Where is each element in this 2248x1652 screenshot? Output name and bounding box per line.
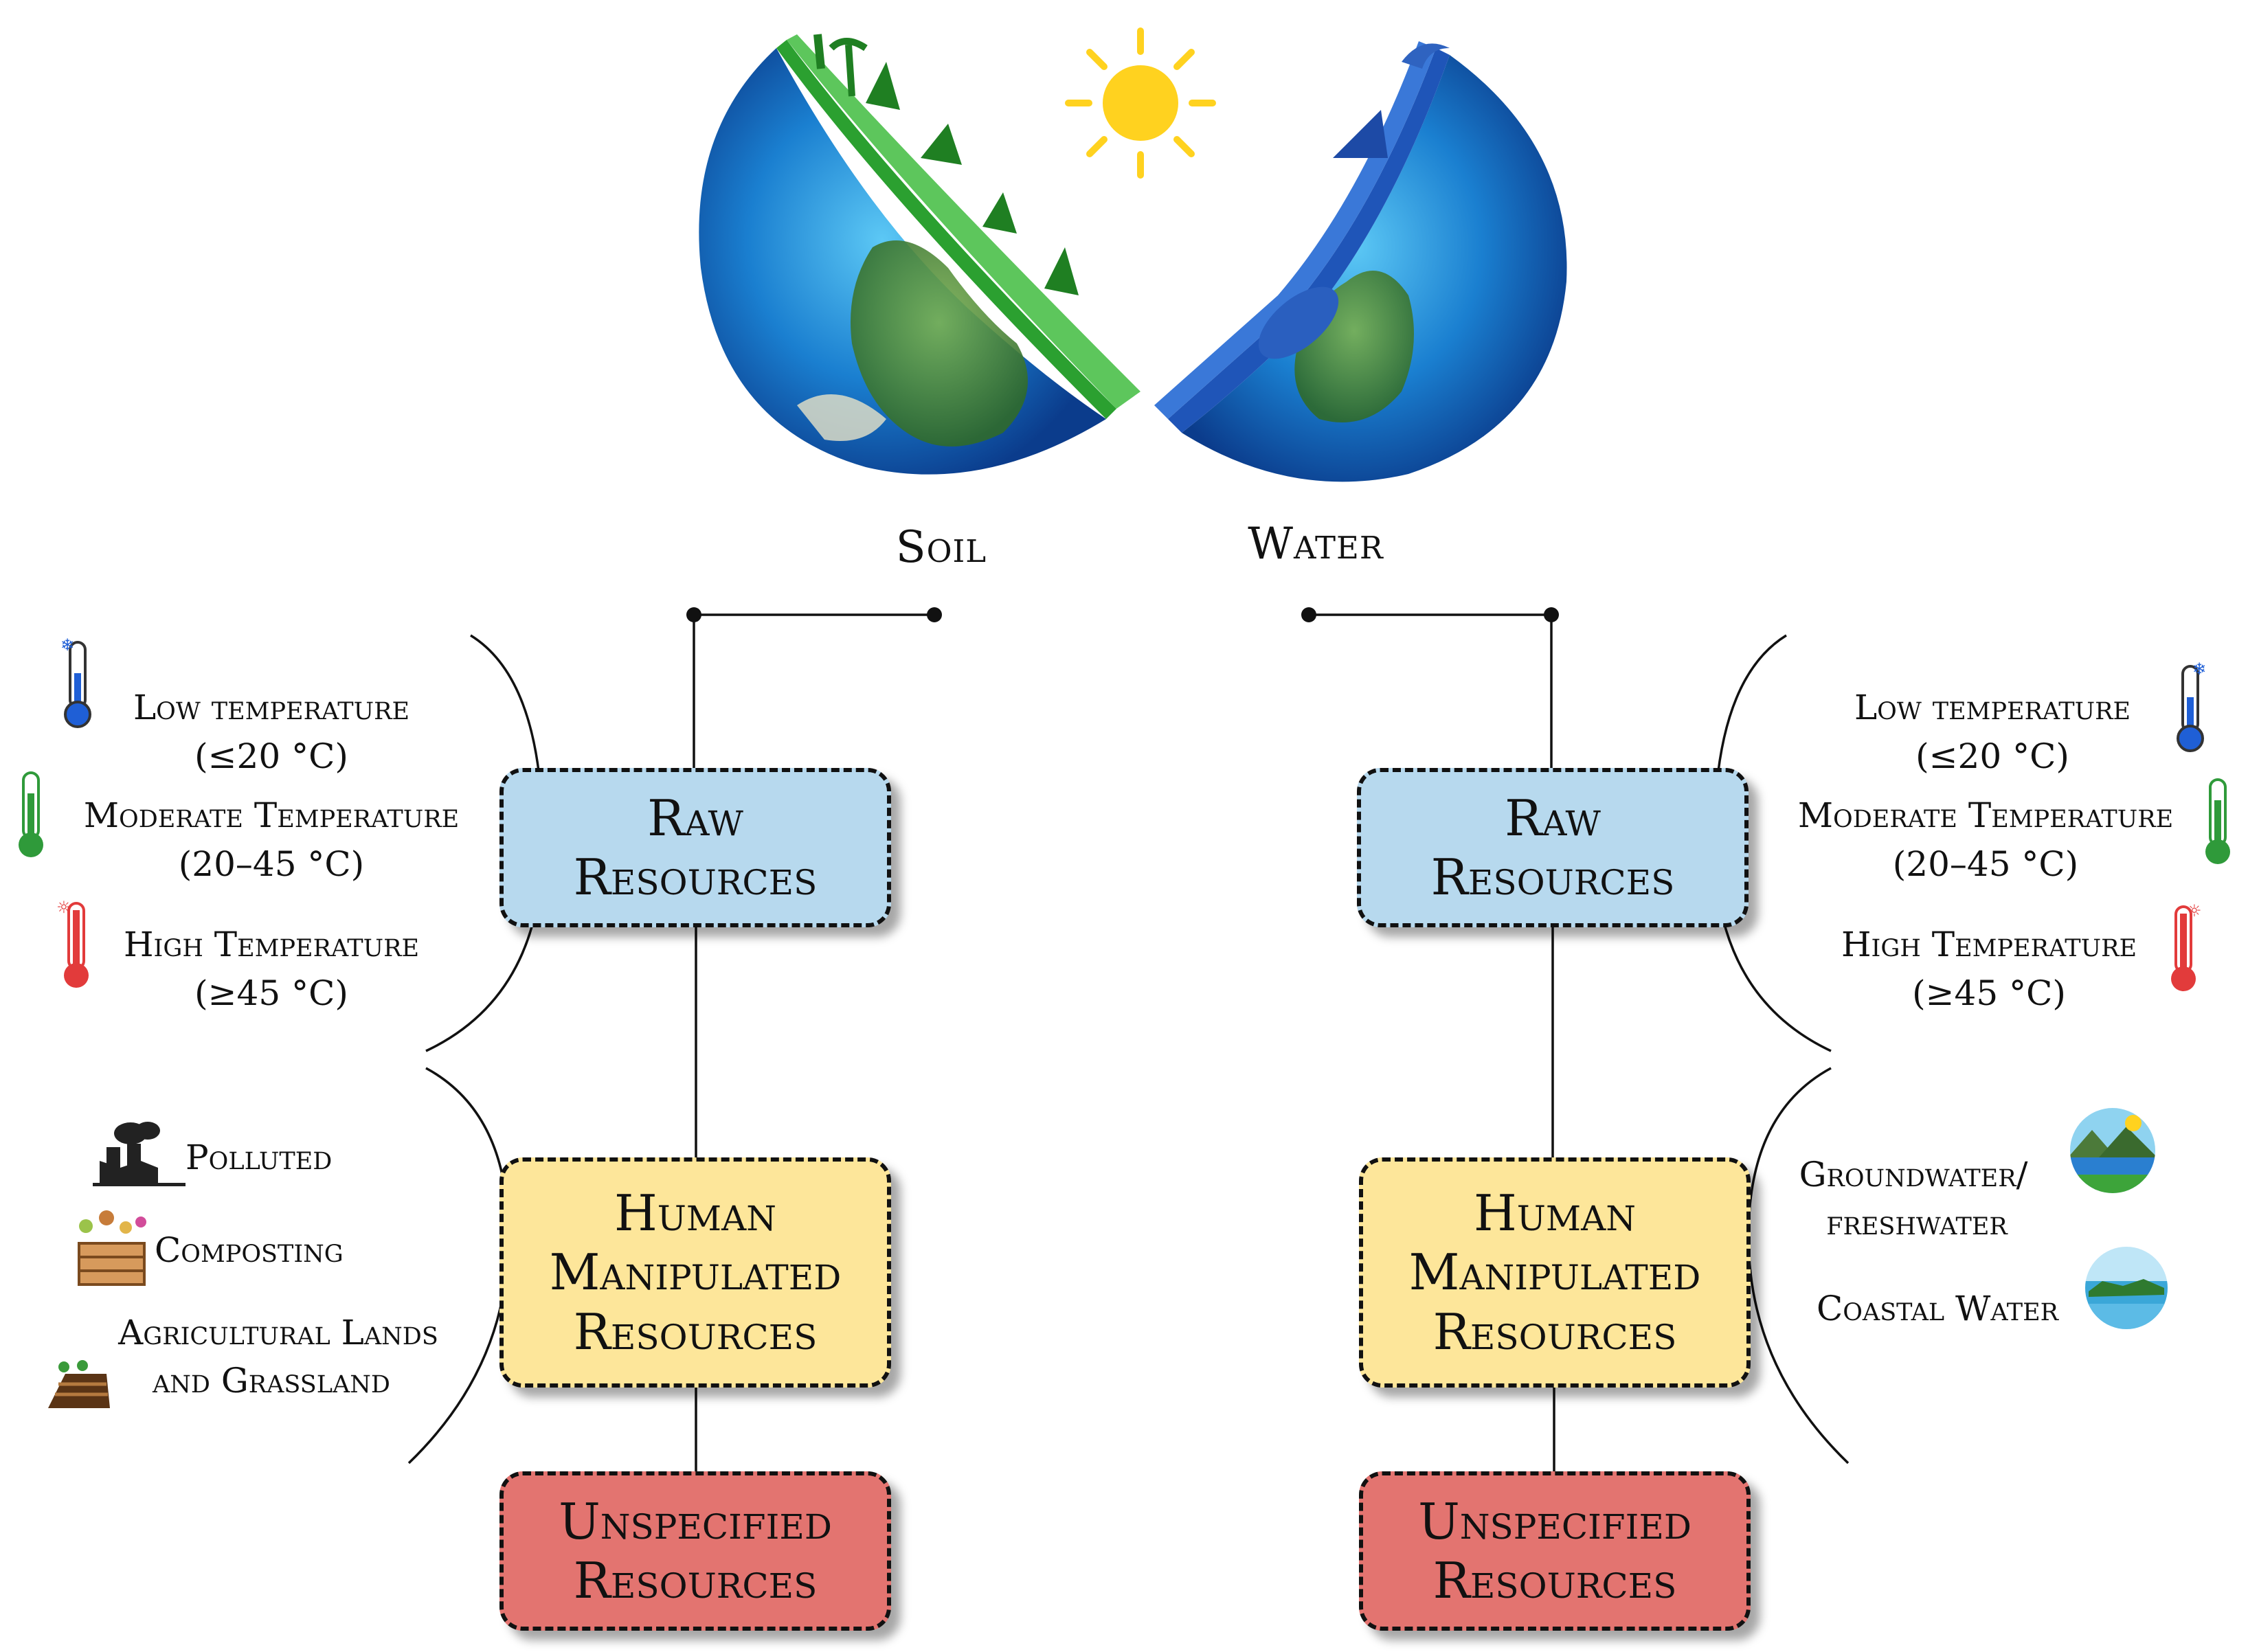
label-range: (20–45 °C): [1892, 844, 2079, 884]
thermometer-high-icon: ☼: [56, 898, 89, 988]
svg-text:☼: ☼: [2187, 901, 2202, 920]
thermometer-high-icon: ☼: [2171, 901, 2202, 991]
soil-hemisphere: [699, 34, 1140, 475]
label-range: (≤20 °C): [194, 736, 348, 776]
composting-label: Composting: [155, 1230, 344, 1270]
thermometer-low-icon: ❄: [60, 635, 91, 728]
label-title: Low temperature: [133, 688, 410, 727]
label-range: (≥45 °C): [1912, 973, 2066, 1013]
label-title: Moderate Temperature: [83, 795, 460, 835]
label-title: High Temperature: [1841, 925, 2137, 964]
water-high-temp-label: High Temperature (≥45 °C): [1807, 920, 2171, 1018]
soil-human-manipulated-box: Human Manipulated Resources: [499, 1157, 891, 1388]
polluted-label: Polluted: [186, 1138, 333, 1177]
box-line: Human: [1474, 1184, 1636, 1242]
agricultural-lands-label-line2: and Grassland: [153, 1361, 390, 1401]
farmland-icon: [48, 1360, 110, 1408]
water-human-manipulated-box: Human Manipulated Resources: [1359, 1157, 1751, 1388]
box-line: Resources: [573, 1552, 818, 1609]
soil-high-temp-label: High Temperature (≥45 °C): [89, 920, 453, 1018]
svg-text:❄: ❄: [60, 635, 74, 655]
box-line: Raw: [647, 789, 743, 847]
coastal-water-label: Coastal Water: [1816, 1289, 2059, 1328]
groundwater-label-line2: freshwater: [1826, 1203, 2008, 1243]
thermometer-moderate-icon: [2205, 778, 2230, 864]
soil-low-temp-label: Low temperature (≤20 °C): [93, 683, 450, 781]
label-title: Moderate Temperature: [1797, 795, 2174, 835]
agricultural-lands-label-line1: Agricultural Lands: [118, 1313, 438, 1353]
box-line: Unspecified: [1418, 1492, 1691, 1550]
water-low-temp-label: Low temperature (≤20 °C): [1814, 683, 2171, 781]
box-line: Manipulated: [1408, 1243, 1701, 1302]
factory-pollution-icon: [93, 1122, 186, 1186]
groundwater-label-line1: Groundwater/: [1799, 1155, 2028, 1195]
box-line: Unspecified: [559, 1492, 832, 1550]
connector-dots: [686, 607, 1559, 622]
soil-raw-resources-box: Raw Resources: [499, 768, 891, 927]
box-line: Resources: [1432, 1302, 1677, 1361]
water-label: Water: [1248, 519, 1384, 569]
box-line: Raw: [1505, 789, 1601, 847]
soil-unspecified-box: Unspecified Resources: [499, 1471, 891, 1631]
sun-icon: [1065, 27, 1216, 179]
compost-crate-icon: [78, 1210, 146, 1286]
box-line: Human: [614, 1184, 776, 1242]
thermometer-low-icon: ❄: [2177, 659, 2206, 752]
water-hemisphere: [1154, 41, 1567, 482]
box-line: Resources: [573, 1302, 818, 1361]
thermometer-moderate-icon: [19, 771, 43, 857]
box-line: Resources: [573, 848, 818, 906]
label-range: (≤20 °C): [1915, 736, 2069, 776]
soil-label: Soil: [895, 522, 987, 573]
label-title: Low temperature: [1854, 688, 2131, 727]
water-moderate-temp-label: Moderate Temperature (20–45 °C): [1759, 791, 2212, 889]
earth-illustration: [699, 27, 1567, 482]
box-line: Resources: [1432, 1552, 1677, 1609]
water-raw-resources-box: Raw Resources: [1357, 768, 1749, 927]
soil-moderate-temp-label: Moderate Temperature (20–45 °C): [45, 791, 498, 889]
label-range: (≥45 °C): [194, 973, 348, 1013]
box-line: Manipulated: [549, 1243, 842, 1302]
coastal-landscape-icon: [2085, 1247, 2168, 1329]
freshwater-landscape-icon: [2070, 1108, 2155, 1193]
label-range: (20–45 °C): [178, 844, 365, 884]
svg-text:☼: ☼: [56, 898, 71, 917]
box-line: Resources: [1430, 848, 1675, 906]
water-unspecified-box: Unspecified Resources: [1359, 1471, 1751, 1631]
svg-text:❄: ❄: [2192, 659, 2206, 679]
label-title: High Temperature: [123, 925, 420, 964]
